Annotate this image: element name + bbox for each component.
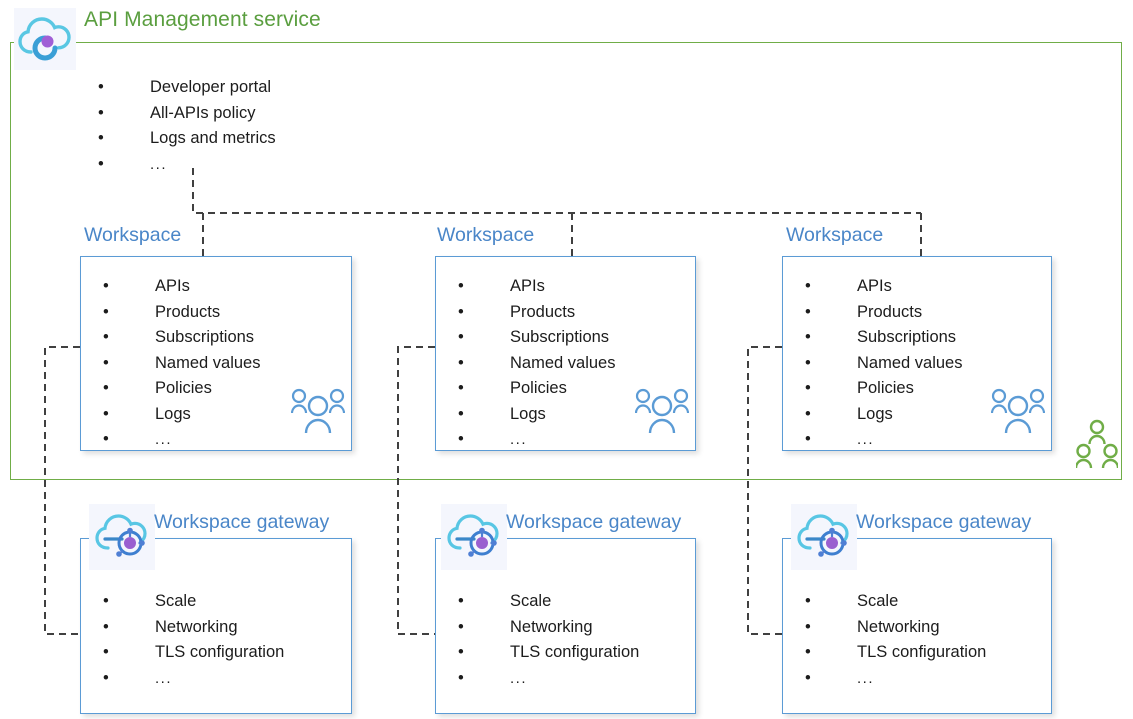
bullet-icon: • bbox=[805, 430, 811, 448]
bullet-icon: • bbox=[458, 404, 464, 423]
workspace-gateway-cloud-icon bbox=[441, 504, 507, 570]
bullet-icon: • bbox=[103, 617, 109, 636]
bullet-icon: • bbox=[98, 78, 104, 96]
list-item-label: Scale bbox=[155, 592, 197, 610]
bullet-icon: • bbox=[98, 103, 104, 122]
bullet-icon: • bbox=[98, 129, 104, 147]
bullet-icon: • bbox=[805, 353, 811, 372]
list-item-label: Logs bbox=[857, 404, 893, 423]
list-item-label: TLS configuration bbox=[510, 643, 640, 661]
bullet-icon: • bbox=[458, 617, 464, 636]
workspace-3-title: Workspace bbox=[786, 224, 884, 246]
list-item-label: Products bbox=[510, 302, 576, 321]
bullet-icon: • bbox=[103, 302, 109, 321]
workspace-1-title: Workspace bbox=[84, 224, 182, 246]
list-item-label: APIs bbox=[510, 277, 545, 295]
bullet-icon: • bbox=[103, 328, 109, 346]
bullet-icon: • bbox=[458, 328, 464, 346]
bullet-icon: • bbox=[103, 592, 109, 610]
workspace-1-card: • APIs • Products • Subscriptions • Name… bbox=[80, 256, 352, 451]
list-item-label: ... bbox=[150, 155, 168, 173]
bullet-icon: • bbox=[458, 353, 464, 372]
list-item-label: Products bbox=[857, 302, 923, 321]
bullet-icon: • bbox=[458, 643, 464, 661]
blue-team-icon bbox=[990, 387, 1046, 442]
bullet-icon: • bbox=[103, 643, 109, 661]
green-team-icon bbox=[1074, 418, 1120, 479]
blue-team-icon bbox=[634, 387, 690, 442]
bullet-icon: • bbox=[805, 302, 811, 321]
bullet-icon: • bbox=[805, 277, 811, 295]
workspace-gateway-cloud-icon bbox=[89, 504, 155, 570]
list-item-label: Named values bbox=[857, 353, 963, 372]
bullet-icon: • bbox=[103, 379, 109, 397]
bullet-icon: • bbox=[805, 643, 811, 661]
bullet-icon: • bbox=[458, 277, 464, 295]
list-item-label: Policies bbox=[155, 379, 212, 397]
workspace-gateway-cloud-icon bbox=[791, 504, 857, 570]
gateway-2-title: Workspace gateway bbox=[506, 511, 682, 533]
bullet-icon: • bbox=[103, 430, 109, 448]
list-item-label: ... bbox=[155, 669, 173, 687]
list-item-label: Networking bbox=[857, 617, 940, 636]
list-item-label: APIs bbox=[857, 277, 892, 295]
list-item-label: Policies bbox=[510, 379, 567, 397]
list-item-label: ... bbox=[155, 431, 173, 448]
gateway-1-title: Workspace gateway bbox=[154, 511, 330, 533]
gateway-3-title: Workspace gateway bbox=[856, 511, 1032, 533]
list-item-label: Subscriptions bbox=[155, 328, 255, 346]
bullet-icon: • bbox=[103, 404, 109, 423]
list-item-label: ... bbox=[510, 431, 528, 448]
bullet-icon: • bbox=[458, 592, 464, 610]
list-item-label: Logs and metrics bbox=[150, 129, 276, 147]
list-item-label: TLS configuration bbox=[857, 643, 987, 661]
list-item-label: Developer portal bbox=[150, 78, 272, 96]
list-item-label: Scale bbox=[510, 592, 552, 610]
list-item-label: Networking bbox=[155, 617, 238, 636]
list-item-label: Named values bbox=[510, 353, 616, 372]
bullet-icon: • bbox=[805, 379, 811, 397]
bullet-icon: • bbox=[805, 404, 811, 423]
api-management-service-container bbox=[10, 42, 1122, 480]
list-item-label: ... bbox=[857, 669, 875, 687]
service-title: API Management service bbox=[84, 8, 321, 31]
bullet-icon: • bbox=[98, 154, 104, 173]
list-item-label: TLS configuration bbox=[155, 643, 285, 661]
bullet-icon: • bbox=[805, 592, 811, 610]
bullet-icon: • bbox=[458, 430, 464, 448]
list-item-label: Policies bbox=[857, 379, 914, 397]
bullet-icon: • bbox=[458, 302, 464, 321]
list-item-label: Logs bbox=[510, 404, 546, 423]
list-item-label: Subscriptions bbox=[857, 328, 957, 346]
bullet-icon: • bbox=[103, 668, 109, 687]
bullet-icon: • bbox=[805, 668, 811, 687]
list-item-label: Subscriptions bbox=[510, 328, 610, 346]
list-item-label: APIs bbox=[155, 277, 190, 295]
list-item-label: All-APIs policy bbox=[150, 103, 256, 122]
list-item-label: ... bbox=[510, 669, 528, 687]
workspace-2-title: Workspace bbox=[437, 224, 535, 246]
list-item-label: Named values bbox=[155, 353, 261, 372]
bullet-icon: • bbox=[458, 668, 464, 687]
blue-team-icon bbox=[290, 387, 346, 442]
workspace-2-card: • APIs • Products • Subscriptions • Name… bbox=[435, 256, 696, 451]
api-management-cloud-icon bbox=[14, 8, 76, 70]
bullet-icon: • bbox=[103, 277, 109, 295]
workspace-3-card: • APIs • Products • Subscriptions • Name… bbox=[782, 256, 1052, 451]
list-item-label: ... bbox=[857, 431, 875, 448]
bullet-icon: • bbox=[103, 353, 109, 372]
list-item-label: Logs bbox=[155, 404, 191, 423]
list-item-label: Products bbox=[155, 302, 221, 321]
bullet-icon: • bbox=[805, 328, 811, 346]
list-item-label: Networking bbox=[510, 617, 593, 636]
bullet-icon: • bbox=[458, 379, 464, 397]
bullet-icon: • bbox=[805, 617, 811, 636]
list-item-label: Scale bbox=[857, 592, 899, 610]
